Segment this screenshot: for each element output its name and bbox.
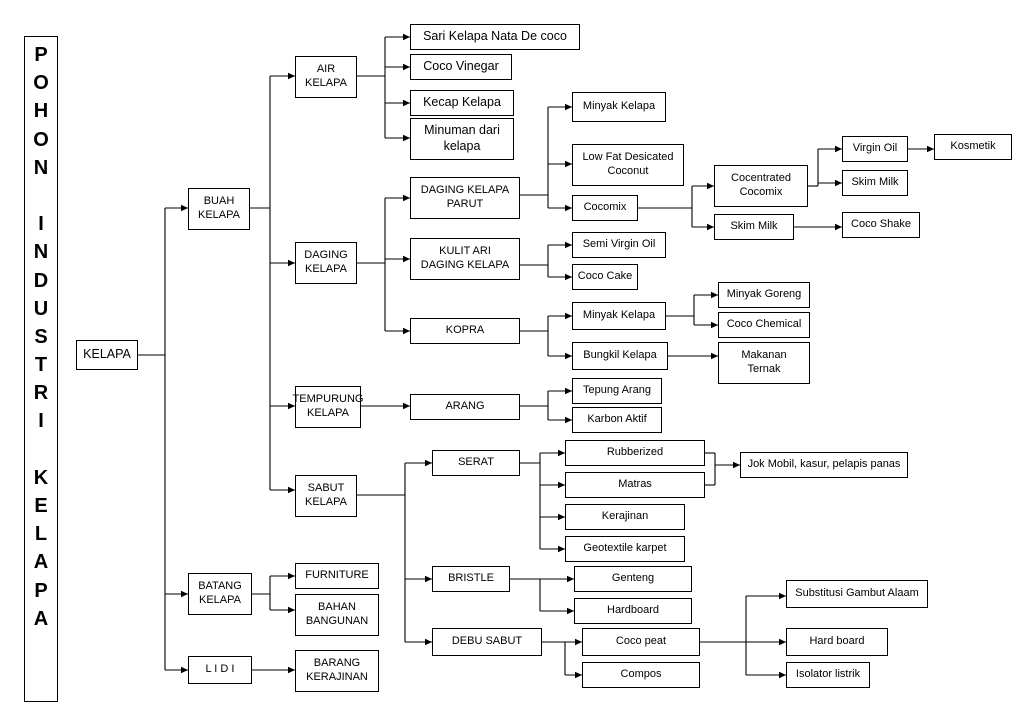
title-letter: T — [34, 354, 48, 377]
node-minyak-kelapa-2: Minyak Kelapa — [572, 302, 666, 330]
node-daging-kelapa: DAGING KELAPA — [295, 242, 357, 284]
node-matras: Matras — [565, 472, 705, 498]
title-letter: D — [33, 269, 49, 292]
node-sabut-kelapa: SABUT KELAPA — [295, 475, 357, 517]
node-coco-chemical: Coco Chemical — [718, 312, 810, 338]
title-letter: I — [38, 213, 44, 236]
node-tepung-arang: Tepung Arang — [572, 378, 662, 404]
node-kecap-kelapa: Kecap Kelapa — [410, 90, 514, 116]
node-kelapa: KELAPA — [76, 340, 138, 370]
title-letter — [38, 182, 44, 210]
title-letter: N — [33, 156, 49, 179]
node-bristle: BRISTLE — [432, 566, 510, 592]
node-genteng: Genteng — [574, 566, 692, 592]
title-letter: L — [34, 523, 48, 546]
node-cocentrated-cocomix: Cocentrated Cocomix — [714, 165, 808, 207]
node-kulit-ari: KULIT ARI DAGING KELAPA — [410, 238, 520, 280]
node-barang-kerajinan: BARANG KERAJINAN — [295, 650, 379, 692]
title-letter: P — [34, 44, 48, 66]
node-daging-kelapa-parut: DAGING KELAPA PARUT — [410, 177, 520, 219]
title-letter: A — [33, 607, 49, 630]
title-letter: H — [33, 100, 49, 123]
node-coco-vinegar: Coco Vinegar — [410, 54, 512, 80]
node-rubberized: Rubberized — [565, 440, 705, 466]
node-batang-kelapa: BATANG KELAPA — [188, 573, 252, 615]
node-jok-mobil: Jok Mobil, kasur, pelapis panas — [740, 452, 908, 478]
title-letter: E — [34, 495, 48, 517]
title-letter: O — [33, 128, 49, 151]
node-sari-kelapa: Sari Kelapa Nata De coco — [410, 24, 580, 50]
node-coco-shake: Coco Shake — [842, 212, 920, 238]
node-semi-virgin-oil: Semi Virgin Oil — [572, 232, 666, 258]
node-coco-peat: Coco peat — [582, 628, 700, 656]
node-low-fat: Low Fat Desicated Coconut — [572, 144, 684, 186]
node-kopra: KOPRA — [410, 318, 520, 344]
node-air-kelapa: AIR KELAPA — [295, 56, 357, 98]
node-substitusi: Substitusi Gambut Alaam — [786, 580, 928, 608]
node-minyak-goreng: Minyak Goreng — [718, 282, 810, 308]
node-tempurung-kelapa: TEMPURUNG KELAPA — [293, 386, 363, 428]
node-isolator: Isolator listrik — [786, 662, 870, 688]
node-hard-board: Hard board — [786, 628, 888, 656]
title-letter: N — [33, 241, 49, 264]
node-virgin-oil: Virgin Oil — [842, 136, 908, 162]
node-buah-kelapa: BUAH KELAPA — [188, 188, 250, 230]
node-geotextile: Geotextile karpet — [565, 536, 685, 562]
title-letter: S — [34, 325, 48, 348]
node-makanan-ternak: Makanan Ternak — [718, 342, 810, 384]
title-letter: R — [33, 382, 49, 405]
title-letter: A — [33, 551, 49, 574]
title-letter: I — [38, 410, 44, 433]
node-coco-cake: Coco Cake — [572, 264, 638, 290]
title-letter: K — [33, 466, 49, 489]
node-bahan-bangunan: BAHAN BANGUNAN — [295, 594, 379, 636]
title-letter — [38, 436, 44, 464]
node-minuman-kelapa: Minuman dari kelapa — [410, 118, 514, 160]
node-compos: Compos — [582, 662, 700, 688]
title-letter: P — [34, 579, 48, 602]
node-kerajinan: Kerajinan — [565, 504, 685, 530]
node-serat: SERAT — [432, 450, 520, 476]
node-minyak-kelapa-1: Minyak Kelapa — [572, 92, 666, 122]
title-letter: O — [33, 72, 49, 95]
node-skim-milk-1: Skim Milk — [842, 170, 908, 196]
node-skim-milk-2: Skim Milk — [714, 214, 794, 240]
node-furniture: FURNITURE — [295, 563, 379, 589]
node-hardboard: Hardboard — [574, 598, 692, 624]
node-karbon-aktif: Karbon Aktif — [572, 407, 662, 433]
node-debu-sabut: DEBU SABUT — [432, 628, 542, 656]
title-letter: U — [33, 297, 49, 320]
node-arang: ARANG — [410, 394, 520, 420]
node-lidi: L I D I — [188, 656, 252, 684]
node-kosmetik: Kosmetik — [934, 134, 1012, 160]
node-cocomix: Cocomix — [572, 195, 638, 221]
node-bungkil-kelapa: Bungkil Kelapa — [572, 342, 668, 370]
